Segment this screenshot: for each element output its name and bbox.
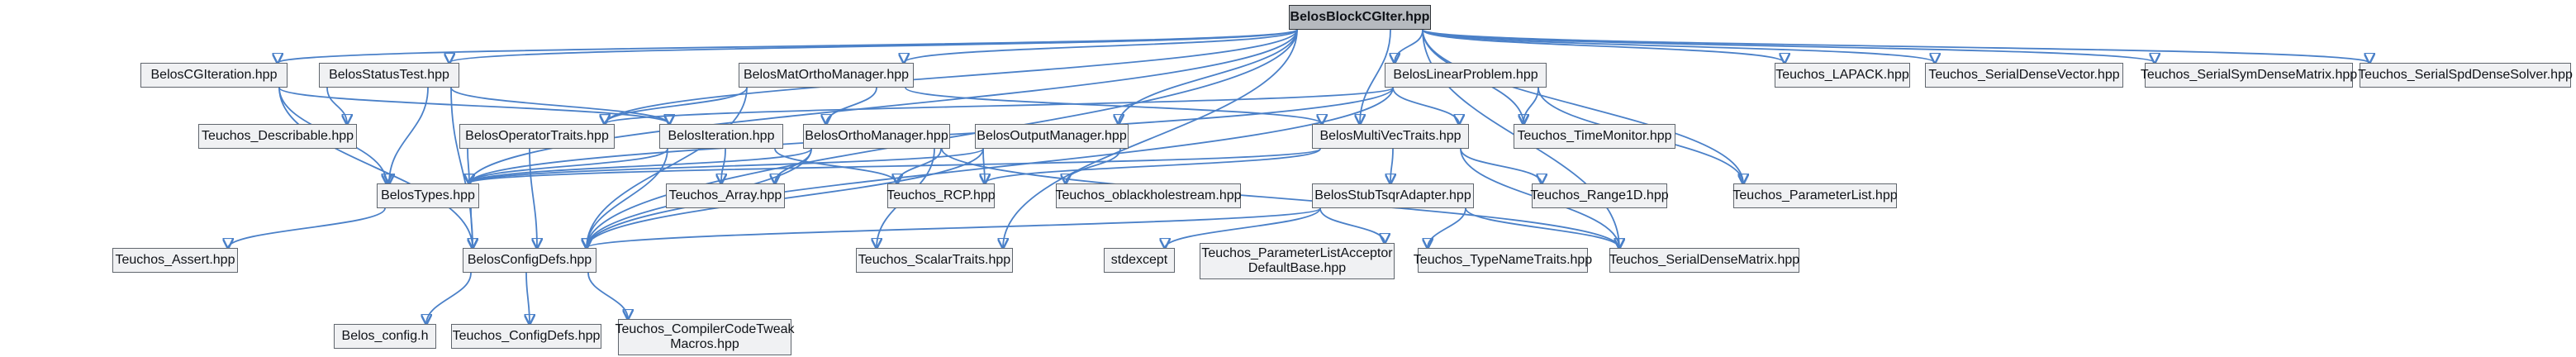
graph-node-lapack[interactable]: Teuchos_LAPACK.hpp (1775, 63, 1910, 88)
graph-node-stdexcept[interactable]: stdexcept (1104, 248, 1175, 273)
edge-matortho-multivectraits (905, 87, 1322, 124)
edge-stubtsqr-plistacceptor (1319, 207, 1385, 243)
graph-node-linearproblem[interactable]: BelosLinearProblem.hpp (1385, 63, 1547, 88)
graph-node-orthomanager[interactable]: BelosOrthoManager.hpp (803, 124, 950, 149)
edge-multivectraits-range1d (1460, 148, 1542, 183)
graph-node-configdefs[interactable]: BelosConfigDefs.hpp (463, 248, 596, 273)
edge-root-paramlist (1422, 29, 1743, 183)
graph-node-statustest[interactable]: BelosStatusTest.hpp (319, 63, 459, 88)
edge-stubtsqr-typenametraits (1428, 207, 1466, 248)
edge-root-outputmgr (1119, 29, 1298, 124)
edge-outputmgr-configdefs (587, 148, 984, 248)
edge-configdefs-belosconfig (426, 272, 472, 324)
graph-node-belosconfig[interactable]: Belos_config.h (334, 324, 436, 349)
graph-node-rcp[interactable]: Teuchos_RCP.hpp (886, 183, 996, 208)
graph-node-paramlist[interactable]: Teuchos_ParameterList.hpp (1732, 183, 1898, 208)
graph-node-root: BelosBlockCGIter.hpp (1289, 5, 1431, 30)
edge-orthomanager-array (775, 148, 812, 183)
graph-node-typenametraits[interactable]: Teuchos_TypeNameTraits.hpp (1414, 248, 1592, 273)
graph-node-types[interactable]: BelosTypes.hpp (377, 183, 479, 208)
edge-multivectraits-rcp (985, 148, 1321, 183)
graph-node-scalartraits[interactable]: Teuchos_ScalarTraits.hpp (856, 248, 1013, 273)
edge-types-configdefs (471, 207, 473, 248)
graph-node-oblackhole[interactable]: Teuchos_oblackholestream.hpp (1055, 183, 1242, 208)
edge-root-matortho (904, 29, 1298, 63)
graph-node-cgiteration[interactable]: BelosCGIteration.hpp (140, 63, 288, 88)
edge-root-cgiteration (278, 29, 1298, 63)
edge-outputmgr-rcp (983, 148, 985, 183)
graph-node-multivectraits[interactable]: BelosMultiVecTraits.hpp (1312, 124, 1469, 149)
edge-configdefs-compilertweak (587, 272, 628, 319)
graph-node-operatortraits[interactable]: BelosOperatorTraits.hpp (459, 124, 615, 149)
edge-statustest-configdefs (450, 87, 473, 248)
edge-outputmgr-oblackhole (1066, 148, 1121, 183)
graph-node-iteration[interactable]: BelosIteration.hpp (659, 124, 783, 149)
graph-node-describable[interactable]: Teuchos_Describable.hpp (198, 124, 357, 149)
edge-root-types (469, 29, 1298, 183)
edge-cgiteration-configdefs (278, 87, 473, 248)
edge-stubtsqr-stdexcept (1165, 207, 1321, 248)
graph-node-array[interactable]: Teuchos_Array.hpp (666, 183, 785, 208)
edge-linearproblem-multivectraits (1392, 87, 1459, 124)
graph-node-assert[interactable]: Teuchos_Assert.hpp (112, 248, 238, 273)
edge-statustest-describable (326, 87, 347, 124)
edge-operatortraits-types (468, 148, 469, 183)
graph-node-outputmgr[interactable]: BelosOutputManager.hpp (975, 124, 1129, 149)
edge-types-assert (228, 207, 386, 248)
graph-node-sdvector[interactable]: Teuchos_SerialDenseVector.hpp (1925, 63, 2123, 88)
edge-configdefs-teuchosconfigdefs (526, 272, 530, 324)
edge-multivectraits-types (469, 148, 1321, 183)
edge-statustest-types (389, 87, 429, 183)
graph-node-plistacceptor[interactable]: Teuchos_ParameterListAcceptor DefaultBas… (1200, 243, 1395, 279)
edge-stubtsqr-serialdm (1465, 207, 1619, 248)
graph-node-range1d[interactable]: Teuchos_Range1D.hpp (1530, 183, 1669, 208)
edge-stubtsqr-configdefs (587, 207, 1321, 248)
edge-outputmgr-types (469, 148, 984, 183)
edge-linearproblem-timemonitor (1523, 87, 1539, 124)
edge-matortho-operatortraits (605, 87, 748, 124)
edge-root-scalartraits (1003, 29, 1298, 248)
edge-root-operatortraits (605, 29, 1298, 124)
graph-node-sspdds[interactable]: Teuchos_SerialSpdDenseSolver.hpp (2358, 63, 2573, 88)
edge-orthomanager-types (469, 148, 812, 183)
graph-node-serialdm[interactable]: Teuchos_SerialDenseMatrix.hpp (1609, 248, 1799, 273)
edge-root-statustest (449, 29, 1298, 63)
edge-linearproblem-operatortraits (605, 87, 1394, 124)
graph-node-compilertweak[interactable]: Teuchos_CompilerCodeTweak Macros.hpp (615, 319, 795, 355)
graph-node-teuchosconfigdefs[interactable]: Teuchos_ConfigDefs.hpp (451, 324, 601, 349)
edge-root-ssymdm (1422, 29, 2155, 63)
edge-iteration-types (469, 148, 668, 183)
edge-root-linearproblem (1395, 29, 1423, 63)
edge-statustest-iteration (450, 87, 669, 124)
graph-node-matortho[interactable]: BelosMatOrthoManager.hpp (739, 63, 914, 88)
graph-node-timemonitor[interactable]: Teuchos_TimeMonitor.hpp (1514, 124, 1675, 149)
edge-multivectraits-stubtsqr (1390, 148, 1393, 183)
edge-root-sdvector (1422, 29, 1935, 63)
edge-orthomanager-serialdm (941, 148, 1619, 248)
edge-iteration-configdefs (587, 148, 668, 248)
edge-matortho-orthomanager (826, 87, 877, 124)
edge-root-lapack (1422, 29, 1785, 63)
graph-node-stubtsqr[interactable]: BelosStubTsqrAdapter.hpp (1312, 183, 1474, 208)
edge-root-sspdds (1422, 29, 2369, 63)
edge-operatortraits-configdefs (529, 148, 537, 248)
graph-node-ssymdm[interactable]: Teuchos_SerialSymDenseMatrix.hpp (2141, 63, 2357, 88)
